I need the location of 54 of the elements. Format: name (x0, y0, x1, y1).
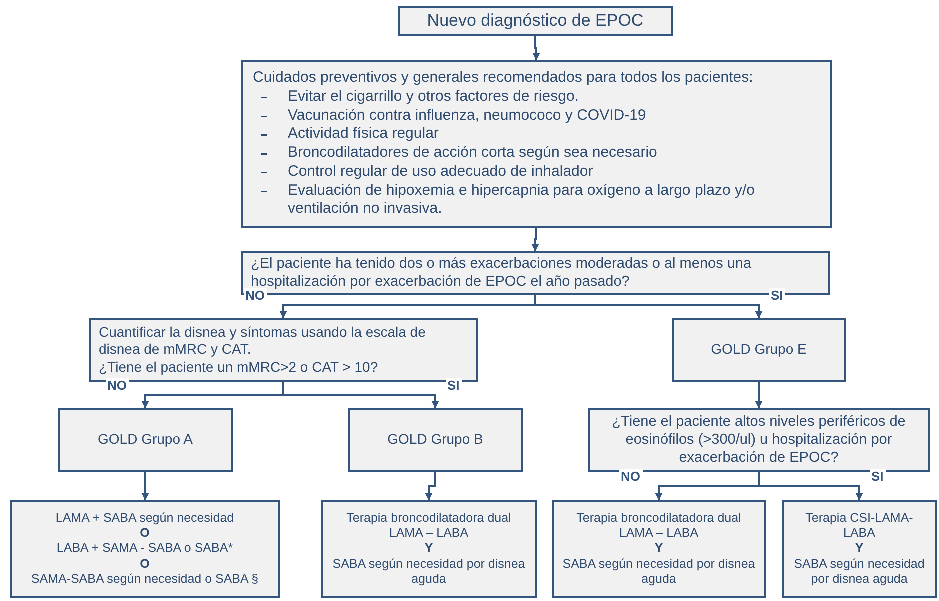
box-text: SABA según necesidad por disnea aguda (793, 556, 926, 588)
edge-label: NO (244, 288, 267, 303)
list-item: Evitar el cigarrillo y otros factores de riesgo. (288, 88, 579, 106)
decision-box (89, 318, 478, 382)
arrow (755, 382, 763, 409)
edge-label: NO (106, 378, 129, 393)
connector-word: O (140, 556, 150, 572)
box-text: LAMA + SABA según necesidad (56, 510, 234, 526)
list-item: Vacunación contra influenza, neumococo y COVID-19 (288, 106, 646, 126)
box-text: SAMA-SABA según necesidad o SABA § (31, 572, 259, 588)
box-text: ¿Tiene el paciente altos niveles periféricos de eosinófilos (>300/ul) u hospitalización por exacerbación de EPOC? (611, 412, 907, 468)
note-box (241, 60, 832, 228)
box-text: Nuevo diagnóstico de EPOC (427, 10, 644, 32)
box-text: Terapia broncodilatadora dual LAMA – LABA (576, 510, 742, 542)
list-item: Control regular de uso adecuado de inhalador (288, 162, 594, 182)
arrow (532, 36, 540, 61)
arrow (282, 382, 440, 409)
box-text: GOLD Grupo E (711, 341, 807, 359)
process-box (58, 408, 233, 472)
list-item: Actividad física regular (288, 125, 439, 144)
list-item: Broncodilatadores de acción corta según sea necesario (288, 144, 658, 163)
treatment-box (10, 500, 280, 598)
box-text: GOLD Grupo A (98, 431, 193, 449)
treatment-box (782, 500, 937, 598)
arrow (758, 472, 864, 501)
connector-word: O (140, 526, 150, 542)
arrow (142, 472, 150, 501)
edge-label: NO (619, 469, 642, 484)
edge-label: SI (769, 288, 786, 303)
box-text: GOLD Grupo B (388, 431, 484, 449)
list-item: Evaluación de hipoxemia e hipercapnia para oxígeno a largo plazo y/o ventilación no invasiva. (288, 182, 756, 219)
arrow (532, 228, 540, 252)
connector-word: Y (424, 541, 434, 557)
process-box (672, 318, 846, 382)
connector-word: Y (855, 541, 864, 557)
box-text: SABA según necesidad por disnea aguda (562, 556, 756, 588)
box-heading: Cuidados preventivos y generales recomendados para todos los pacientes: (253, 69, 754, 88)
edge-label: SI (870, 469, 886, 484)
edge-label: SI (446, 378, 462, 393)
box-text: LABA + SAMA - SABA o SABA* (56, 541, 234, 557)
process-box (348, 408, 523, 472)
process-box (588, 408, 930, 472)
connector-word: Y (654, 541, 664, 557)
box-text: Cuantificar la disnea y síntomas usando la escala de disnea de mMRC y CAT. (99, 324, 427, 359)
treatment-box (321, 500, 537, 598)
box-text: Terapia broncodilatadora dual LAMA – LABA (346, 510, 512, 542)
arrow (425, 472, 436, 501)
treatment-box (552, 500, 766, 598)
box-text: Terapia CSI-LAMA-LABA (804, 510, 914, 542)
process-box (398, 6, 673, 36)
box-text: ¿Tiene el paciente un mMRC>2 o CAT > 10? (99, 358, 380, 376)
box-text: SABA según necesidad por disnea aguda (332, 556, 526, 588)
box-text: ¿El paciente ha tenido dos o más exacerbaciones moderadas o al menos una hospitalización por exacerbación de EPOC el año pasado? (251, 254, 753, 290)
arrow (534, 295, 763, 319)
